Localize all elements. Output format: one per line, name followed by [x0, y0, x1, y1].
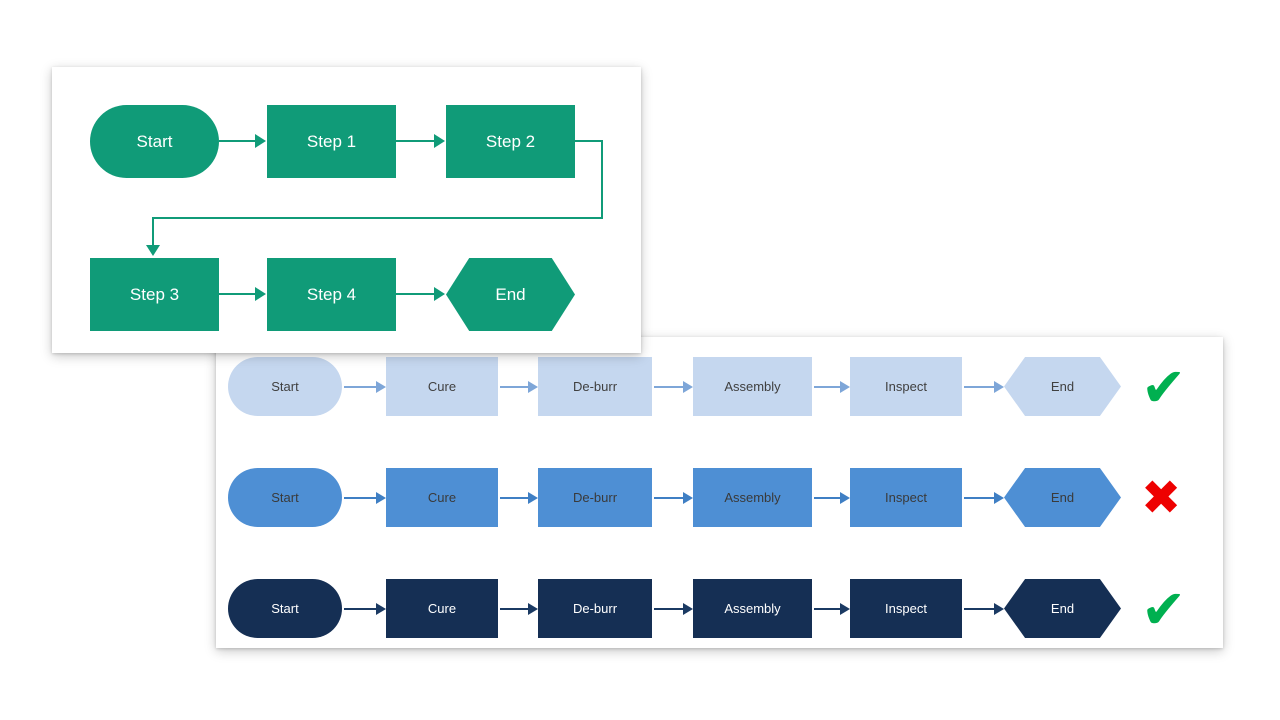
- variant-arrowhead-row-dark-3: [840, 602, 850, 615]
- variant-connector-row-medium-0: [344, 496, 376, 499]
- green-connector-start-step1: [219, 140, 256, 142]
- green-node-label: End: [495, 284, 526, 304]
- variant-arrowhead-row-dark-4: [994, 602, 1004, 615]
- green-node-step2: Step 2: [446, 105, 575, 178]
- variant-node-label: End: [1050, 379, 1075, 394]
- green-connector-step1-step2: [396, 140, 435, 142]
- variant-node-label: Start: [271, 601, 299, 616]
- variant-arrowhead-row-medium-1: [528, 491, 538, 504]
- variant-arrowhead-row-light-3: [840, 380, 850, 393]
- variant-node-label: Cure: [427, 379, 457, 394]
- variant-connector-row-medium-2: [654, 496, 683, 499]
- green-arrowhead-step1-step2: [434, 134, 445, 148]
- green-connector-step2-elbow-b: [601, 141, 603, 218]
- variant-node-row-light-4: Inspect: [850, 357, 962, 416]
- variant-node-row-dark-5: End: [1004, 579, 1121, 638]
- variant-node-row-medium-4: Inspect: [850, 468, 962, 527]
- green-arrowhead-step3-step4: [255, 287, 266, 301]
- green-arrowhead-step4-end: [434, 287, 445, 301]
- variant-connector-row-medium-3: [814, 496, 840, 499]
- variant-connector-row-light-0: [344, 385, 376, 388]
- variant-connector-row-light-1: [500, 385, 528, 388]
- variant-arrowhead-row-light-2: [683, 380, 693, 393]
- variant-node-row-dark-2: De-burr: [538, 579, 652, 638]
- variant-node-label: Assembly: [724, 379, 781, 394]
- variant-node-row-light-3: Assembly: [693, 357, 812, 416]
- green-node-label: Step 2: [485, 131, 536, 151]
- green-node-step1: Step 1: [267, 105, 396, 178]
- variant-connector-row-dark-2: [654, 607, 683, 610]
- variant-node-row-light-2: De-burr: [538, 357, 652, 416]
- status-check-icon: ✔: [1141, 356, 1187, 419]
- variant-node-row-medium-2: De-burr: [538, 468, 652, 527]
- green-connector-step2-elbow-c: [152, 217, 603, 219]
- variant-arrowhead-row-medium-2: [683, 491, 693, 504]
- variant-node-row-medium-5: End: [1004, 468, 1121, 527]
- variant-arrowhead-row-dark-1: [528, 602, 538, 615]
- variant-node-row-light-1: Cure: [386, 357, 498, 416]
- variant-node-row-medium-3: Assembly: [693, 468, 812, 527]
- green-node-label: Start: [136, 131, 173, 151]
- variant-connector-row-dark-1: [500, 607, 528, 610]
- variant-connector-row-dark-4: [964, 607, 994, 610]
- variant-node-label: De-burr: [572, 379, 618, 394]
- variant-connector-row-light-2: [654, 385, 683, 388]
- variant-node-row-medium-0: Start: [228, 468, 342, 527]
- variant-node-label: Inspect: [885, 490, 927, 505]
- variant-node-label: Cure: [427, 490, 457, 505]
- green-node-label: Step 1: [306, 131, 357, 151]
- variant-node-row-medium-1: Cure: [386, 468, 498, 527]
- variant-arrowhead-row-light-4: [994, 380, 1004, 393]
- green-node-step4: Step 4: [267, 258, 396, 331]
- green-arrowhead-elbow-step3: [146, 245, 160, 256]
- process-flow-green-card: Start Step 1 Step 2 Step 3 Step 4 End: [52, 67, 641, 353]
- variant-node-row-dark-3: Assembly: [693, 579, 812, 638]
- variant-node-row-dark-0: Start: [228, 579, 342, 638]
- green-connector-step2-elbow-a: [575, 140, 603, 142]
- variant-node-label: De-burr: [572, 601, 618, 616]
- variant-node-row-light-0: Start: [228, 357, 342, 416]
- variant-connector-row-dark-3: [814, 607, 840, 610]
- variant-node-label: End: [1050, 490, 1075, 505]
- variant-arrowhead-row-dark-2: [683, 602, 693, 615]
- green-connector-step3-step4: [219, 293, 256, 295]
- variant-connector-row-medium-1: [500, 496, 528, 499]
- variant-node-row-dark-4: Inspect: [850, 579, 962, 638]
- green-connector-step4-end: [396, 293, 435, 295]
- green-node-label: Step 4: [306, 284, 357, 304]
- variant-arrowhead-row-medium-4: [994, 491, 1004, 504]
- green-arrowhead-start-step1: [255, 134, 266, 148]
- variant-node-row-light-5: End: [1004, 357, 1121, 416]
- variant-node-label: Assembly: [724, 601, 781, 616]
- variant-node-label: Start: [271, 379, 299, 394]
- variant-connector-row-light-4: [964, 385, 994, 388]
- variant-node-label: Cure: [427, 601, 457, 616]
- green-node-step3: Step 3: [90, 258, 219, 331]
- variant-node-row-dark-1: Cure: [386, 579, 498, 638]
- variant-arrowhead-row-dark-0: [376, 602, 386, 615]
- variant-node-label: Start: [271, 490, 299, 505]
- variant-node-label: Inspect: [885, 379, 927, 394]
- variant-arrowhead-row-light-1: [528, 380, 538, 393]
- variant-node-label: Assembly: [724, 490, 781, 505]
- variant-node-label: End: [1050, 601, 1075, 616]
- variant-node-label: De-burr: [572, 490, 618, 505]
- green-node-end: End: [446, 258, 575, 331]
- green-connector-step2-elbow-d: [152, 218, 154, 247]
- variant-arrowhead-row-light-0: [376, 380, 386, 393]
- variant-connector-row-dark-0: [344, 607, 376, 610]
- green-node-start: Start: [90, 105, 219, 178]
- status-cross-icon: ✖: [1141, 470, 1182, 526]
- variant-connector-row-medium-4: [964, 496, 994, 499]
- variant-connector-row-light-3: [814, 385, 840, 388]
- variant-arrowhead-row-medium-0: [376, 491, 386, 504]
- variant-node-label: Inspect: [885, 601, 927, 616]
- green-node-label: Step 3: [129, 284, 180, 304]
- status-check-icon: ✔: [1141, 578, 1187, 641]
- variant-arrowhead-row-medium-3: [840, 491, 850, 504]
